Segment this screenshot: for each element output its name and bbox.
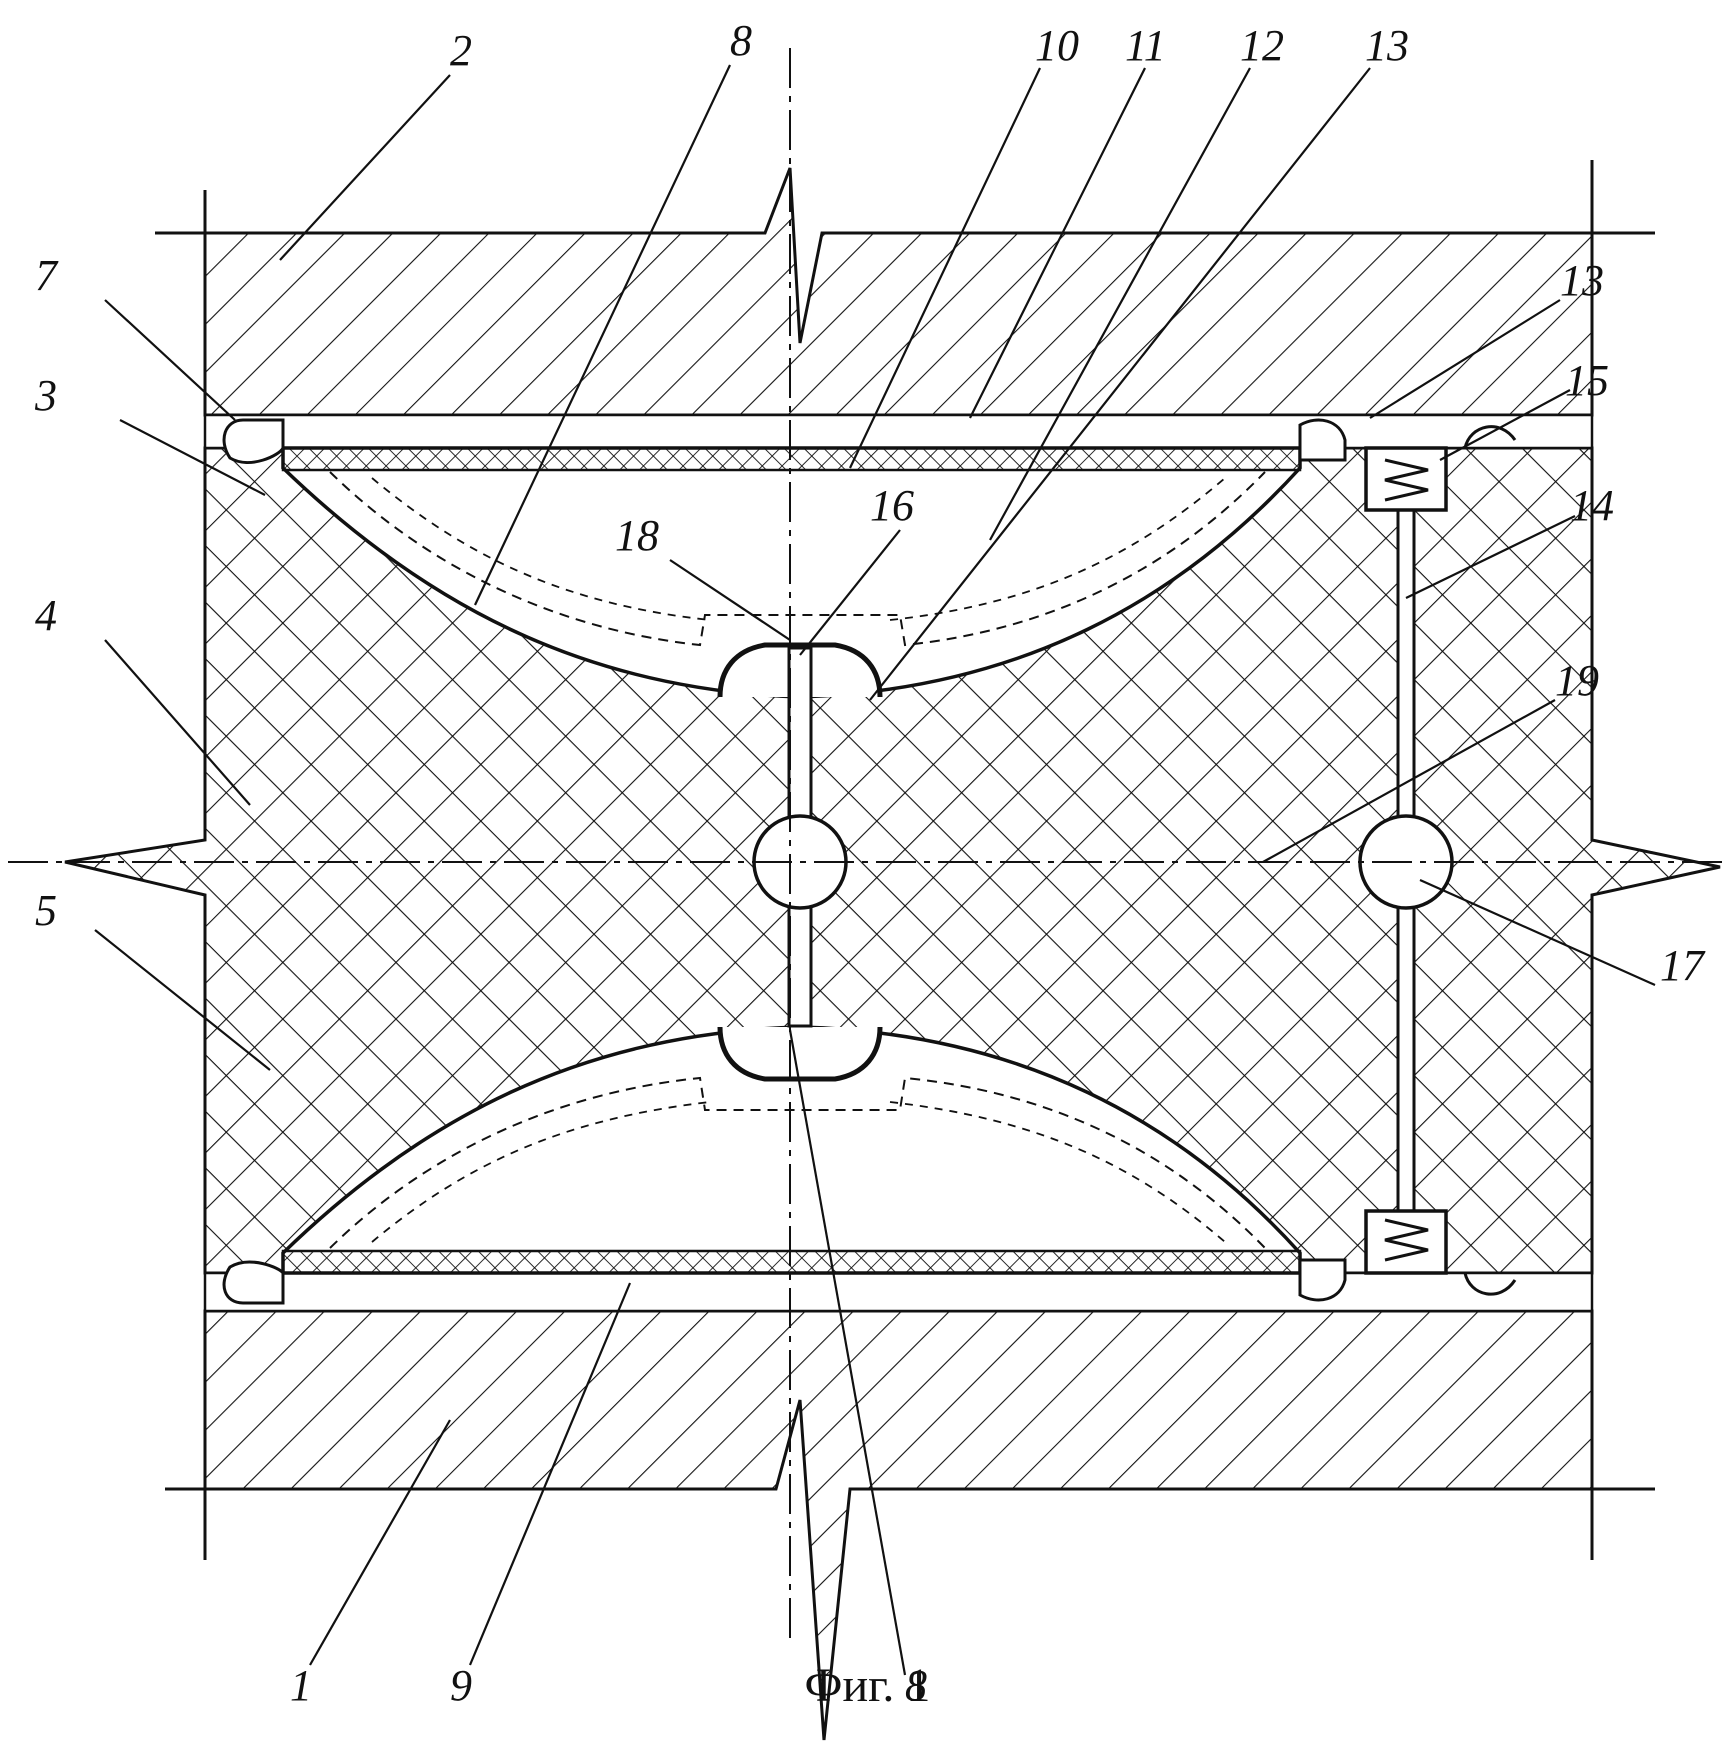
callout-17: 8 [905, 1661, 927, 1710]
callout-15: 16 [870, 481, 914, 530]
callout-labels: 2 8 10 11 12 13 13 15 14 19 17 7 3 4 5 1… [34, 16, 1706, 1710]
lower-gap-strip [203, 1271, 1594, 1313]
lower-reinforcement-layer [281, 1249, 1302, 1275]
callout-5: 5 [35, 886, 57, 935]
callout-18: 18 [615, 511, 659, 560]
callout-3: 3 [34, 371, 57, 420]
bottom-plate [165, 1309, 1655, 1741]
callout-9: 10 [1035, 21, 1079, 70]
callout-11: 12 [1240, 21, 1284, 70]
callout-12: 13 [1365, 21, 1409, 70]
leader-lines [94, 64, 1656, 1676]
callout-14: 15 [1565, 356, 1609, 405]
upper-spring-housing [1364, 446, 1448, 512]
upper-cavity [281, 446, 1302, 699]
callout-1: 1 [290, 1661, 312, 1710]
callout-8-bottom: 9 [450, 1661, 472, 1710]
lower-cavity [281, 1025, 1302, 1275]
callout-10: 11 [1125, 21, 1166, 70]
callout-13-top: 13 [1560, 256, 1604, 305]
lower-spring-housing [1364, 1209, 1448, 1275]
callout-8-top: 8 [730, 16, 752, 65]
callout-4: 4 [35, 591, 57, 640]
edge-seals [222, 418, 1517, 1305]
callout-16: 17 [1660, 941, 1706, 990]
upper-reinforcement-layer [281, 446, 1302, 472]
callout-13-mid: 14 [1570, 481, 1614, 530]
callout-2: 2 [450, 26, 472, 75]
callout-7: 7 [35, 251, 59, 300]
upper-gap-strip [203, 413, 1594, 450]
top-plate [155, 160, 1655, 417]
callout-19: 19 [1555, 656, 1599, 705]
figure-caption: Фиг. 1 [804, 1659, 931, 1712]
